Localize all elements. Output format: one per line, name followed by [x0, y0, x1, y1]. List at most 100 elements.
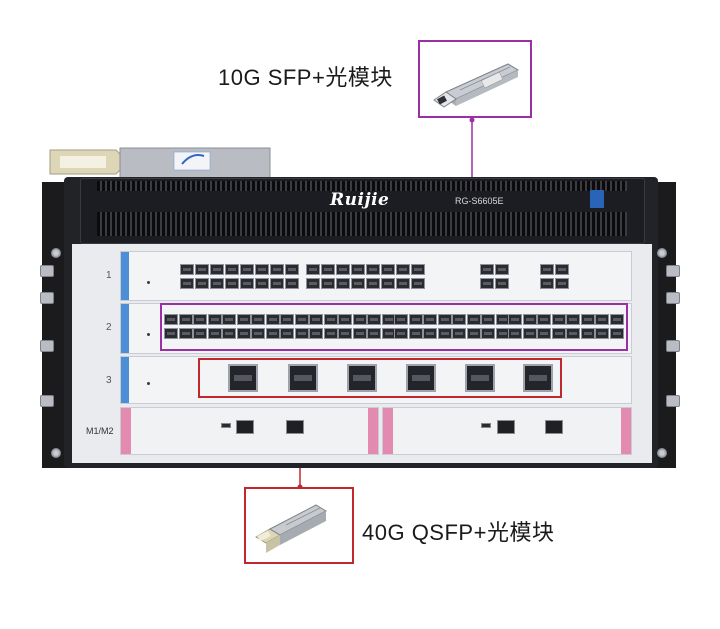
sfp-port[interactable] [338, 314, 352, 325]
sfp-port[interactable] [336, 278, 350, 289]
sfp-port[interactable] [551, 314, 566, 325]
sfp-port[interactable] [537, 328, 551, 339]
sfp-port[interactable] [352, 314, 367, 325]
sfp-port[interactable] [351, 264, 365, 275]
sfp-port[interactable] [351, 278, 365, 289]
sfp-port[interactable] [580, 328, 595, 339]
qsfp-port[interactable] [288, 364, 318, 392]
ear-handle[interactable] [666, 395, 680, 407]
sfp-port[interactable] [164, 314, 178, 325]
sfp-port[interactable] [411, 264, 425, 275]
sfp-port[interactable] [480, 264, 494, 275]
sfp-port[interactable] [595, 328, 609, 339]
sfp-port[interactable] [338, 328, 352, 339]
sfp-port[interactable] [265, 314, 280, 325]
sfp-port[interactable] [178, 328, 193, 339]
sfp-port[interactable] [236, 314, 251, 325]
sfp-port[interactable] [423, 314, 437, 325]
sfp-port[interactable] [240, 264, 254, 275]
sfp-port[interactable] [207, 314, 222, 325]
sfp-port[interactable] [566, 328, 580, 339]
sfp-port[interactable] [240, 278, 254, 289]
sfp-port[interactable] [466, 314, 481, 325]
sfp-port[interactable] [540, 278, 554, 289]
sfp-port[interactable] [381, 278, 395, 289]
sfp-port[interactable] [222, 328, 236, 339]
sfp-port[interactable] [540, 264, 554, 275]
sfp-port[interactable] [270, 278, 284, 289]
ear-handle[interactable] [40, 340, 54, 352]
sfp-port[interactable] [309, 328, 323, 339]
sfp-port[interactable] [178, 314, 193, 325]
ear-handle[interactable] [40, 395, 54, 407]
sfp-port[interactable] [522, 314, 537, 325]
sfp-port[interactable] [408, 328, 423, 339]
console-port[interactable] [286, 420, 304, 434]
sfp-port[interactable] [225, 278, 239, 289]
sfp-port[interactable] [222, 314, 236, 325]
sfp-port[interactable] [270, 264, 284, 275]
sfp-port[interactable] [236, 328, 251, 339]
sfp-port[interactable] [609, 328, 624, 339]
usb-port[interactable] [481, 423, 491, 428]
ear-handle[interactable] [40, 265, 54, 277]
sfp-port[interactable] [164, 328, 178, 339]
ear-handle[interactable] [666, 340, 680, 352]
sfp-port[interactable] [180, 264, 194, 275]
sfp-port[interactable] [207, 328, 222, 339]
sfp-port[interactable] [394, 328, 408, 339]
sfp-port[interactable] [508, 314, 522, 325]
qsfp-port[interactable] [347, 364, 377, 392]
sfp-port[interactable] [306, 264, 320, 275]
sfp-port[interactable] [381, 264, 395, 275]
sfp-port[interactable] [555, 264, 569, 275]
sfp-port[interactable] [210, 278, 224, 289]
sfp-port[interactable] [481, 314, 495, 325]
sfp-port[interactable] [408, 314, 423, 325]
sfp-port[interactable] [367, 314, 381, 325]
ear-handle[interactable] [666, 265, 680, 277]
sfp-port[interactable] [423, 328, 437, 339]
sfp-port[interactable] [255, 264, 269, 275]
sfp-port[interactable] [180, 278, 194, 289]
sfp-port[interactable] [251, 328, 265, 339]
ear-handle[interactable] [666, 292, 680, 304]
sfp-port[interactable] [452, 328, 466, 339]
sfp-port[interactable] [225, 264, 239, 275]
sfp-port[interactable] [336, 264, 350, 275]
console-port[interactable] [545, 420, 563, 434]
sfp-port[interactable] [285, 264, 299, 275]
sfp-port[interactable] [323, 314, 338, 325]
sfp-port[interactable] [251, 314, 265, 325]
qsfp-port[interactable] [523, 364, 553, 392]
ear-handle[interactable] [40, 292, 54, 304]
sfp-port[interactable] [321, 278, 335, 289]
sfp-port[interactable] [323, 328, 338, 339]
sfp-port[interactable] [367, 328, 381, 339]
sfp-port[interactable] [280, 328, 294, 339]
sfp-port[interactable] [195, 264, 209, 275]
sfp-port[interactable] [522, 328, 537, 339]
sfp-port[interactable] [366, 278, 380, 289]
sfp-port[interactable] [466, 328, 481, 339]
sfp-port[interactable] [352, 328, 367, 339]
sfp-port[interactable] [411, 278, 425, 289]
sfp-port[interactable] [437, 328, 452, 339]
sfp-port[interactable] [285, 278, 299, 289]
sfp-port[interactable] [555, 278, 569, 289]
sfp-port[interactable] [193, 314, 207, 325]
sfp-port[interactable] [396, 264, 410, 275]
sfp-port[interactable] [294, 314, 309, 325]
sfp-port[interactable] [566, 314, 580, 325]
sfp-port[interactable] [255, 278, 269, 289]
sfp-port[interactable] [210, 264, 224, 275]
sfp-port[interactable] [195, 278, 209, 289]
linecard-slot-1[interactable] [120, 251, 632, 301]
sfp-port[interactable] [551, 328, 566, 339]
qsfp-port[interactable] [228, 364, 258, 392]
sfp-port[interactable] [306, 278, 320, 289]
sfp-port[interactable] [595, 314, 609, 325]
management-port[interactable] [236, 420, 254, 434]
sfp-port[interactable] [366, 264, 380, 275]
sfp-port[interactable] [481, 328, 495, 339]
